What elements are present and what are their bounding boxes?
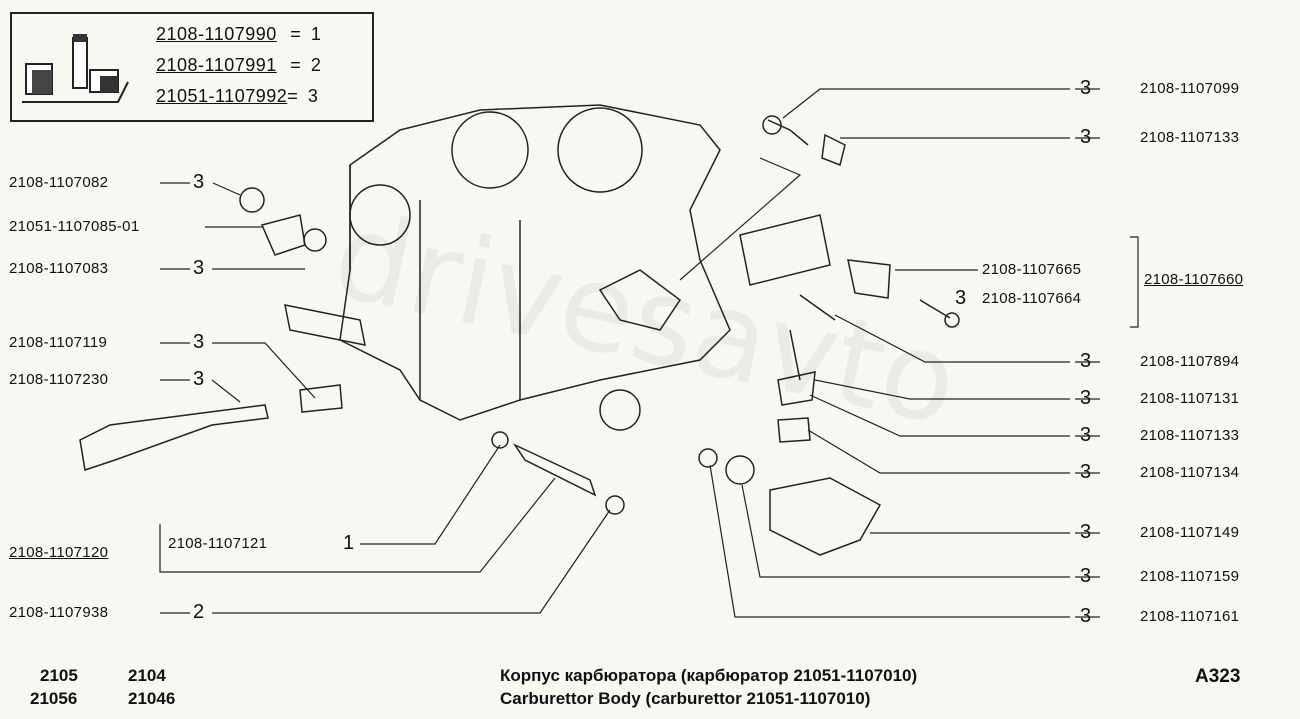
part-code-label: 2108-1107121: [168, 535, 268, 552]
part-code-label: 2108-1107133: [1140, 129, 1240, 146]
part-qty: 3: [193, 171, 205, 193]
legend-row-1: 2108-1107990 = 1: [156, 24, 322, 44]
part-code-label: 2108-1107894: [1140, 353, 1240, 370]
legend-icon: [22, 34, 129, 103]
part-code-label: 2108-1107664: [982, 290, 1082, 307]
legend-box: 2108-1107990 = 1 2108-1107991 = 2 21051-…: [10, 12, 374, 122]
part-qty: 3: [1080, 126, 1092, 148]
part-qty: 3: [955, 287, 967, 309]
part-qty: 3: [193, 331, 205, 353]
part-code-label: 2108-1107119: [9, 334, 108, 351]
model-code: 21046: [128, 689, 176, 708]
legend-row-2: 2108-1107991 = 2: [156, 55, 322, 75]
part-qty: 3: [1080, 424, 1092, 446]
part-code-label: 2108-1107083: [9, 260, 109, 277]
part-qty: 2: [193, 601, 205, 623]
model-code: 21056: [30, 689, 78, 708]
part-qty: 3: [1080, 350, 1092, 372]
part-code-label: 2108-1107082: [9, 174, 109, 191]
model-code: 2104: [128, 666, 166, 685]
part-code-label: 2108-1107230: [9, 371, 109, 388]
part-qty: 3: [193, 257, 205, 279]
legend-row-3: 21051-1107992= 3: [156, 86, 319, 106]
part-qty: 3: [193, 368, 205, 390]
part-code-label: 2108-1107159: [1140, 568, 1240, 585]
part-code-label: 2108-1107133: [1140, 427, 1240, 444]
title-en: Carburettor Body (carburettor 21051-1107…: [500, 689, 871, 708]
part-qty: 3: [1080, 565, 1092, 587]
part-code-label: 2108-1107938: [9, 604, 109, 621]
part-qty: 1: [343, 532, 355, 554]
part-code-label: 2108-1107161: [1140, 608, 1240, 625]
page-code: A323: [1195, 666, 1241, 687]
model-code: 2105: [40, 666, 78, 685]
title-ru: Корпус карбюратора (карбюратор 21051-110…: [500, 666, 918, 685]
part-qty: 3: [1080, 461, 1092, 483]
part-code-label: 2108-1107099: [1140, 80, 1240, 97]
part-code-label: 21051-1107085-01: [9, 218, 140, 235]
part-qty: 3: [1080, 387, 1092, 409]
part-code-label: 2108-1107134: [1140, 464, 1240, 481]
part-code-label: 2108-1107665: [982, 261, 1082, 278]
part-group-label: 2108-1107660: [1144, 271, 1244, 288]
part-qty: 3: [1080, 605, 1092, 627]
part-code-label: 2108-1107149: [1140, 524, 1240, 541]
part-code-label: 2108-1107131: [1140, 390, 1240, 407]
part-qty: 3: [1080, 521, 1092, 543]
part-qty: 3: [1080, 77, 1092, 99]
part-group-label: 2108-1107120: [9, 544, 109, 561]
